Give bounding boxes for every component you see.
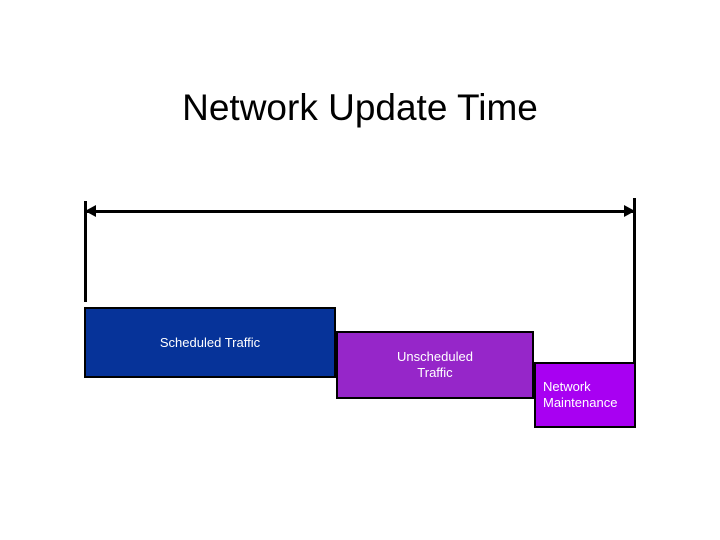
- page-title: Network Update Time: [182, 87, 538, 128]
- phase-block-network-maintenance: Network Maintenance: [534, 362, 636, 428]
- timeline-span-line: [85, 210, 635, 213]
- phase-label-unscheduled-traffic: Unscheduled Traffic: [397, 349, 473, 380]
- phase-label-network-maintenance: Network Maintenance: [543, 379, 618, 410]
- timeline-end-tick: [633, 198, 636, 369]
- phase-block-unscheduled-traffic: Unscheduled Traffic: [336, 331, 534, 399]
- arrow-left-icon: [85, 205, 96, 217]
- phase-block-scheduled-traffic: Scheduled Traffic: [84, 307, 336, 378]
- phase-label-scheduled-traffic: Scheduled Traffic: [159, 334, 261, 350]
- arrow-right-icon: [624, 205, 635, 217]
- timeline-start-tick: [84, 201, 87, 302]
